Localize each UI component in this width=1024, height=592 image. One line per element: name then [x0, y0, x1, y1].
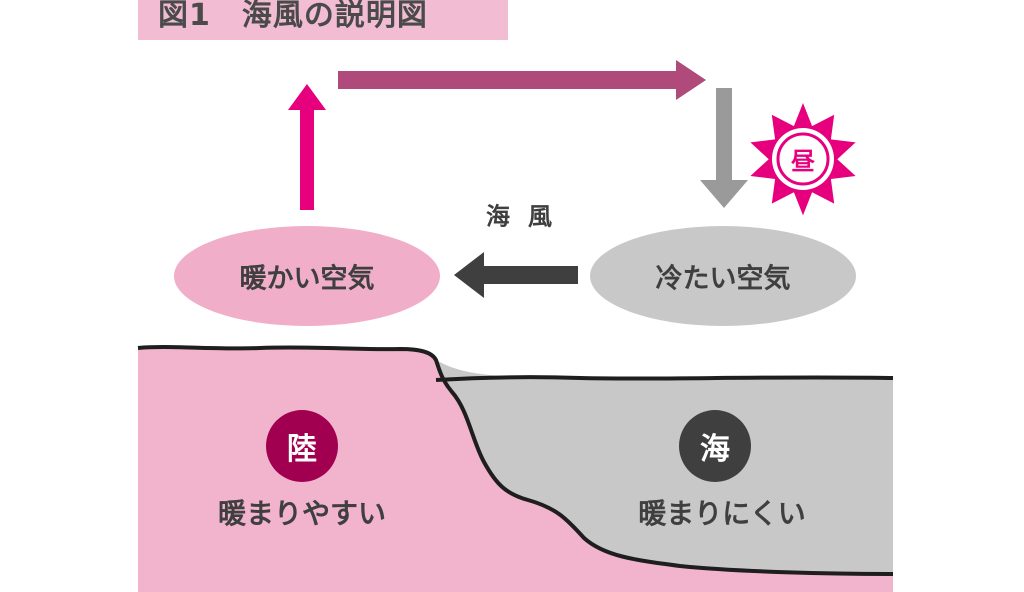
- sea-description: 暖まりにくい: [638, 497, 806, 530]
- sea-surface-line: [435, 375, 894, 382]
- sea-breeze-label: 海風: [486, 202, 570, 231]
- land-description: 暖まりやすい: [217, 497, 387, 530]
- upper-air-arrow: [338, 60, 706, 100]
- sea-badge: [679, 410, 751, 482]
- warm-air-label: 暖かい空気: [239, 263, 375, 295]
- sun-icon: [750, 103, 856, 216]
- land-label: 陸: [287, 432, 317, 467]
- cold-air-ellipse: [590, 226, 856, 326]
- rising-air-arrow: [288, 84, 326, 210]
- land-region: [138, 347, 893, 592]
- figure-title: 図1 海風の説明図: [158, 0, 428, 33]
- land-badge: [266, 410, 338, 482]
- ground-line: [137, 345, 894, 576]
- warm-air-ellipse: [174, 226, 440, 326]
- sinking-air-arrow: [700, 88, 748, 208]
- left-arrow-icon: [454, 252, 578, 298]
- title-bar: [138, 0, 508, 40]
- cold-air-label: 冷たい空気: [655, 263, 791, 295]
- daytime-label: 昼: [791, 147, 815, 176]
- sea-label: 海: [700, 432, 730, 467]
- sea-region: [436, 360, 893, 574]
